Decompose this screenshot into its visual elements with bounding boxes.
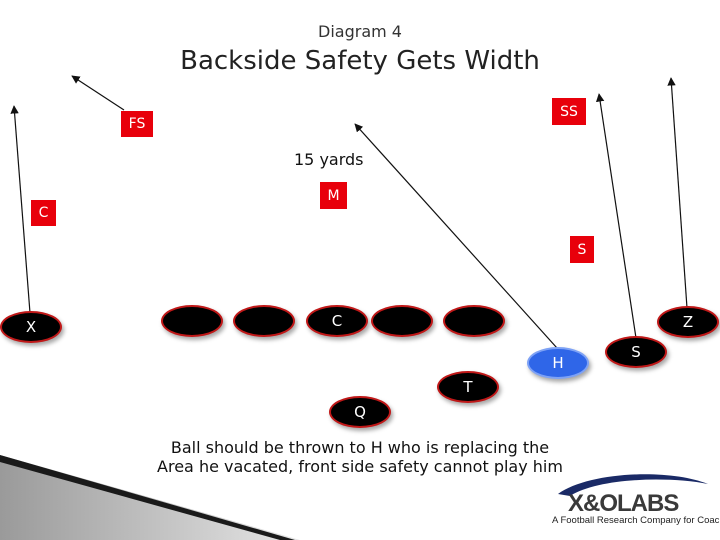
route-s [595,93,637,339]
receiver-z: Z [657,306,719,338]
receiver-h: H [527,347,589,379]
diagram-title: Backside Safety Gets Width [180,46,540,76]
offensive-center-c: C [306,305,368,337]
receiver-x: X [0,311,62,343]
defender-c: C [31,200,56,226]
defender-fs: FS [121,111,153,137]
offensive-lineman-4 [371,305,433,337]
receiver-s: S [605,336,667,368]
diagram-caption: Ball should be thrown to H who is replac… [157,438,563,476]
offensive-lineman-1 [161,305,223,337]
offensive-lineman-5 [443,305,505,337]
logo-tagline: A Football Research Company for Coaches [552,515,720,526]
logo-wordmark: X&OLABS [568,490,679,517]
route-fs [71,75,125,111]
tight-end-t: T [437,371,499,403]
xo-labs-logo: X&OLABS A Football Research Company for … [548,470,720,536]
route-h [354,123,558,349]
defender-m: M [320,182,347,209]
diagram-subtitle: Diagram 4 [318,22,402,41]
depth-label: 15 yards [294,150,364,169]
route-z [667,77,688,309]
defender-ss: SS [552,98,586,125]
logo-swoosh-icon [558,474,708,496]
defender-s: S [570,236,594,263]
quarterback-q: Q [329,396,391,428]
offensive-lineman-2 [233,305,295,337]
route-x [10,105,31,314]
